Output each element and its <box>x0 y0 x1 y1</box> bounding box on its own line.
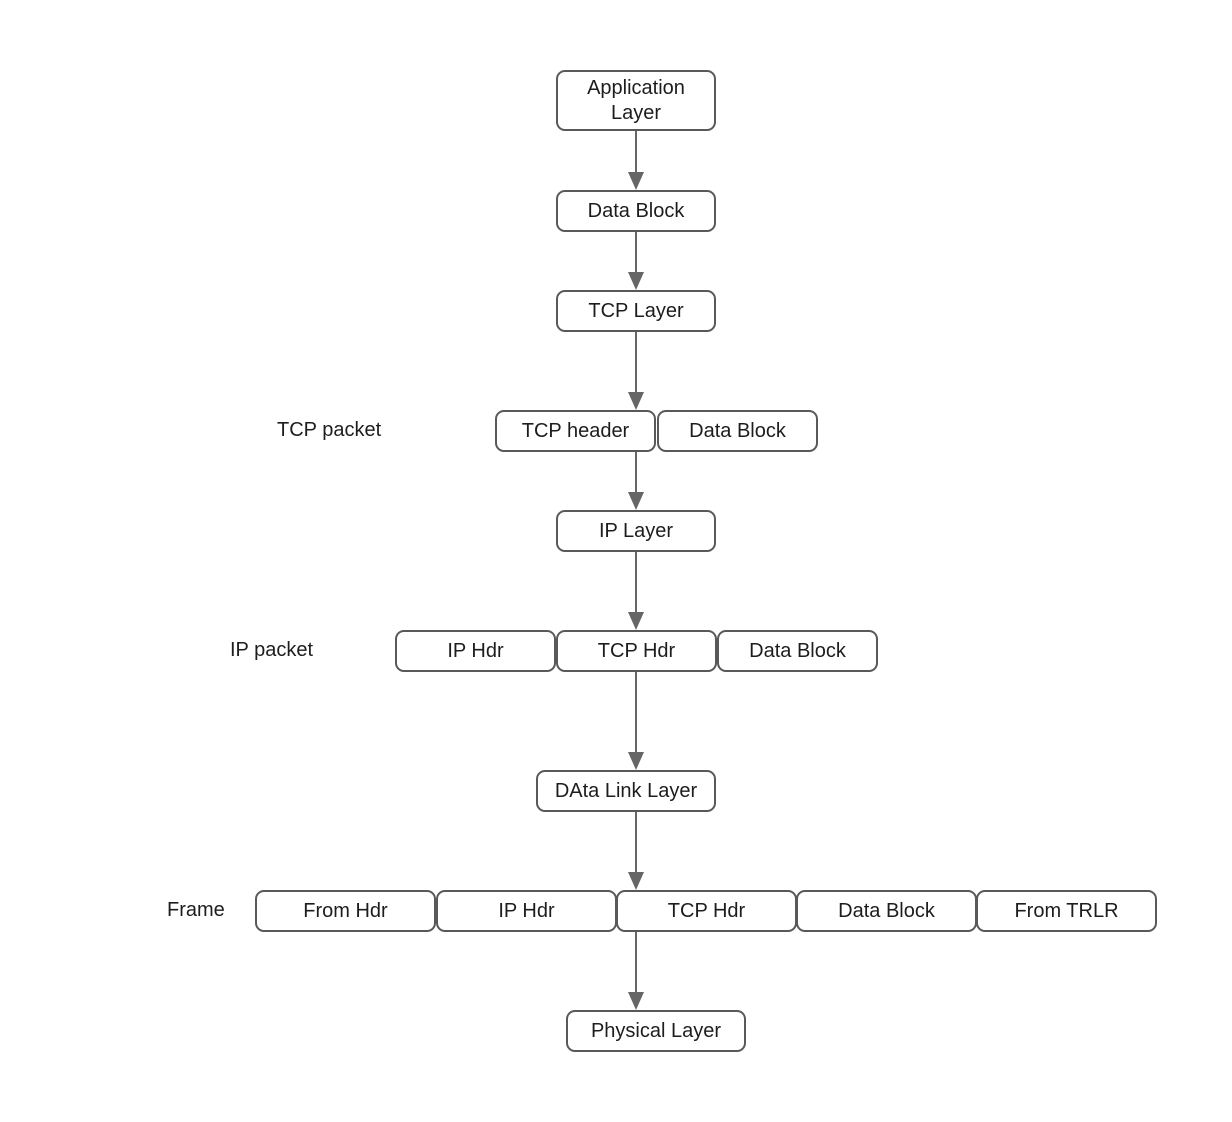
node-frame-from-hdr[interactable]: From Hdr <box>255 890 436 932</box>
node-physical-layer[interactable]: Physical Layer <box>566 1010 746 1052</box>
arrow-datablock-to-tcplayer <box>628 232 644 290</box>
arrow-application-to-datablock <box>628 131 644 190</box>
arrow-tcppacket-to-iplayer <box>628 452 644 510</box>
node-data-link-layer[interactable]: DAta Link Layer <box>536 770 716 812</box>
label-frame: Frame <box>167 899 225 921</box>
arrow-frame-to-physicallayer <box>628 932 644 1010</box>
node-tcp-layer[interactable]: TCP Layer <box>556 290 716 332</box>
node-frame-ip-hdr[interactable]: IP Hdr <box>436 890 617 932</box>
node-data-block-top[interactable]: Data Block <box>556 190 716 232</box>
node-frame-tcp-hdr[interactable]: TCP Hdr <box>616 890 797 932</box>
arrow-datalinklayer-to-frame <box>628 812 644 890</box>
node-ip-packet-data-block[interactable]: Data Block <box>717 630 878 672</box>
node-tcp-packet-data-block[interactable]: Data Block <box>657 410 818 452</box>
node-frame-from-trlr[interactable]: From TRLR <box>976 890 1157 932</box>
node-ip-packet-tcp-hdr[interactable]: TCP Hdr <box>556 630 717 672</box>
label-tcp-packet: TCP packet <box>277 419 382 441</box>
node-frame-data-block[interactable]: Data Block <box>796 890 977 932</box>
arrow-ippacket-to-datalinklayer <box>628 672 644 770</box>
node-ip-packet-ip-hdr[interactable]: IP Hdr <box>395 630 556 672</box>
arrow-tcplayer-to-tcppacket <box>628 332 644 410</box>
label-ip-packet: IP packet <box>230 639 314 661</box>
node-application-layer[interactable]: Application Layer <box>556 70 716 131</box>
node-ip-layer[interactable]: IP Layer <box>556 510 716 552</box>
arrow-iplayer-to-ippacket <box>628 552 644 630</box>
node-tcp-header[interactable]: TCP header <box>495 410 656 452</box>
